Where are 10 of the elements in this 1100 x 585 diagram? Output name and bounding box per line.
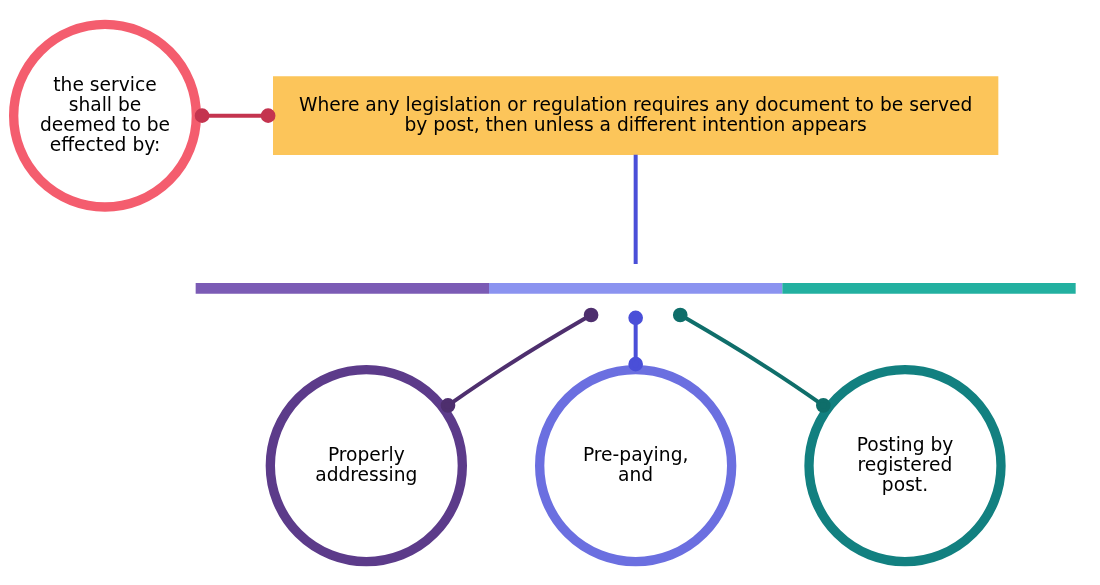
connector [628, 310, 643, 371]
connector [633, 154, 638, 264]
node-circle: Posting by registered post. [804, 364, 1006, 566]
connector [194, 107, 276, 123]
node-box: Where any legislation or regulation requires any document to be served by post, then unless a different intention appears [273, 75, 999, 155]
node-circle: the service shall be deemed to be effected by: [9, 19, 201, 212]
node-circle: Pre-paying, and [535, 364, 737, 566]
node-circle: Properly addressing [265, 364, 467, 566]
connector [440, 307, 599, 413]
connector [672, 307, 831, 413]
